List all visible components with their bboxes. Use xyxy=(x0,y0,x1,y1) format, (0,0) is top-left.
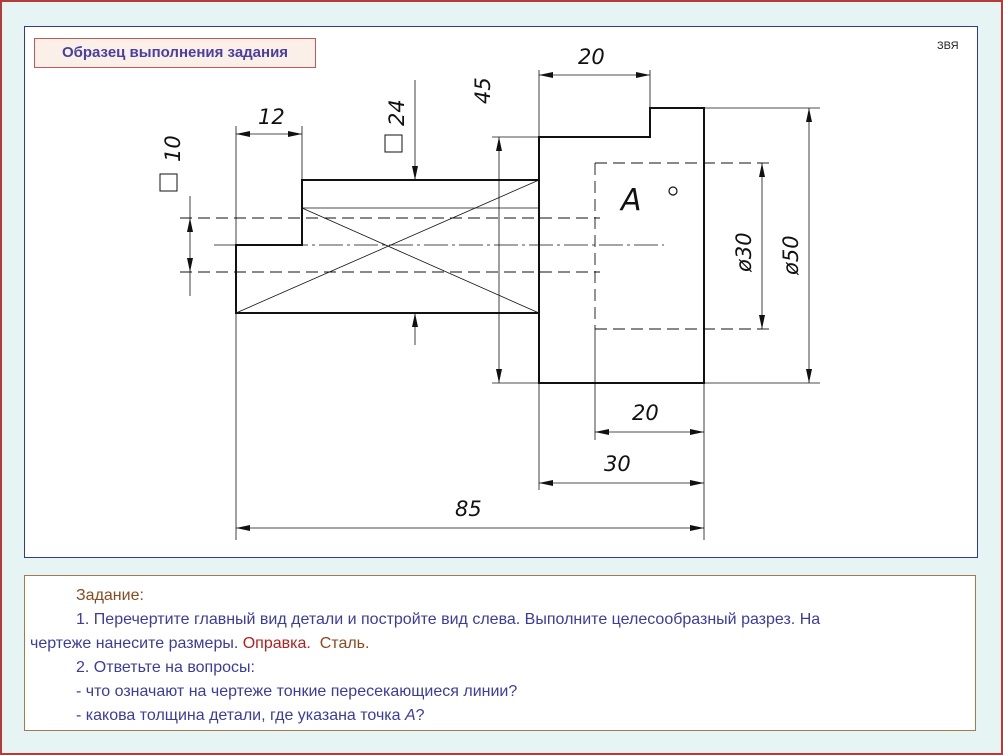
task-panel: Задание: 1. Перечертите главный вид дета… xyxy=(24,575,976,731)
task-item-1-cont-text: чертеже нанесите размеры. xyxy=(30,635,243,652)
dim-12-label: 12 xyxy=(258,105,285,129)
point-a-label: A xyxy=(619,183,642,218)
dim-85-arrow-right xyxy=(690,525,704,531)
steel-term: Сталь. xyxy=(319,635,370,652)
dim-20-bottom-arrow-right xyxy=(690,429,704,435)
dim-12-arrow-left xyxy=(236,131,250,137)
dim-45-label: 45 xyxy=(471,77,495,104)
dim-85-arrow-left xyxy=(236,525,250,531)
page-title: Образец выполнения задания xyxy=(34,38,316,68)
question-2-text: - какова толщина детали, где указана точ… xyxy=(76,707,405,724)
dim-24-arrow-top xyxy=(412,166,418,180)
part-outline xyxy=(235,107,705,384)
dim-10-arrow-top xyxy=(187,218,193,232)
dim-phi30-label: ø30 xyxy=(732,232,756,273)
square-symbol-24 xyxy=(384,134,403,153)
dim-24-label: 24 xyxy=(385,99,409,126)
dim-20-top-arrow-left xyxy=(539,72,553,78)
dim-phi50-label: ø50 xyxy=(779,235,803,276)
dim-20-top-label: 20 xyxy=(578,45,605,69)
dim-30-label: 30 xyxy=(604,452,631,476)
author-mark: ЗВЯ xyxy=(937,40,959,52)
question-1: - что означают на чертеже тонкие пересек… xyxy=(76,683,518,700)
dim-30-arrow-left xyxy=(539,480,553,486)
dim-20-bottom-arrow-left xyxy=(595,429,609,435)
dim-phi50-arrow-bottom xyxy=(806,369,812,383)
opravka-term: Оправка. xyxy=(242,635,311,652)
dim-20-top-arrow-right xyxy=(636,72,650,78)
question-2-point: А xyxy=(405,707,416,724)
dim-phi50-arrow-top xyxy=(806,108,812,122)
question-2: - какова толщина детали, где указана точ… xyxy=(76,706,425,726)
dim-phi30-arrow-top xyxy=(759,163,765,177)
drawing-panel xyxy=(24,26,978,558)
flat-diagonal-1 xyxy=(301,207,540,314)
task-item-1: 1. Перечертите главный вид детали и пост… xyxy=(76,611,821,628)
dim-45-arrow-top xyxy=(496,137,502,151)
question-2-suffix: ? xyxy=(415,707,425,724)
dim-20-bottom-label: 20 xyxy=(632,401,659,425)
flat-diagonal-2 xyxy=(235,179,540,314)
dim-85-label: 85 xyxy=(455,497,482,521)
dim-30-arrow-right xyxy=(690,480,704,486)
task-item-2: 2. Ответьте на вопросы: xyxy=(76,659,255,676)
dim-45-arrow-bottom xyxy=(496,369,502,383)
task-item-1-continued: чертеже нанесите размеры. Оправка. Сталь… xyxy=(30,634,369,654)
dim-24-arrow-bottom xyxy=(412,313,418,327)
dim-12-arrow-right xyxy=(288,131,302,137)
dim-10-label: 10 xyxy=(161,135,185,162)
task-heading: Задание: xyxy=(76,587,144,604)
square-symbol-10 xyxy=(159,173,178,192)
dim-phi30-arrow-bottom xyxy=(759,315,765,329)
dim-10-arrow-bottom xyxy=(187,258,193,272)
point-a-marker xyxy=(668,186,678,196)
